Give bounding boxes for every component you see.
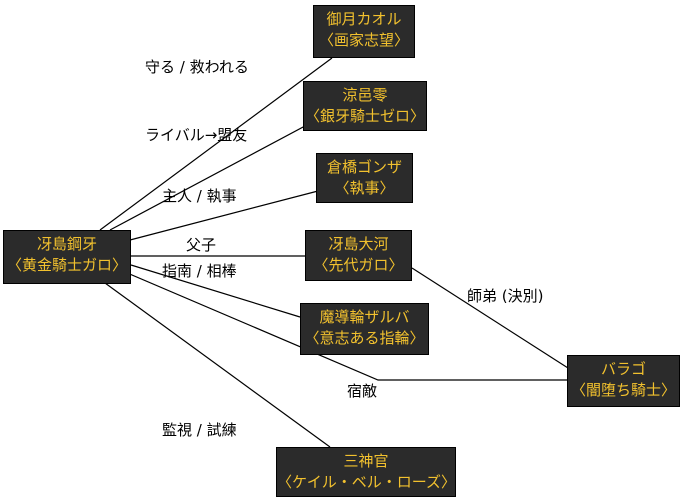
edge-label-taiga-barago: 師弟 (決別) [467, 287, 544, 305]
edge-label-kouga-barago: 宿敵 [347, 382, 378, 400]
edge-label-kouga-kaoru: 守る / 救われる [145, 58, 249, 76]
edge-label-kouga-gonza: 主人 / 執事 [162, 187, 237, 205]
node-zaruba: 魔導輪ザルバ 〈意志ある指輪〉 [300, 303, 429, 355]
edge-line-kouga-gonza [129, 190, 319, 241]
node-sanshinkan: 三神官 〈ケイル・ベル・ローズ〉 [276, 447, 456, 497]
node-kaoru-role: 〈画家志望〉 [318, 31, 409, 49]
node-zaruba-name: 魔導輪ザルバ [319, 308, 410, 326]
node-kaoru-name: 御月カオル [326, 10, 402, 28]
edge-line-kouga-sanshinkan [104, 282, 331, 448]
edge-label-kouga-sanshinkan: 監視 / 試練 [162, 421, 237, 439]
node-sanshinkan-name: 三神官 [343, 452, 389, 470]
edge-line-kouga-rei [109, 125, 306, 231]
node-barago-role: 〈闇堕ち騎士〉 [570, 381, 676, 399]
node-taiga-name: 冴島大河 [328, 235, 389, 253]
edge-label-kouga-rei: ライバル→盟友 [145, 126, 248, 144]
edge-label-kouga-taiga: 父子 [186, 236, 217, 254]
edge-line-kouga-zaruba [130, 264, 301, 318]
edge-line-taiga-barago [411, 267, 569, 369]
node-rei: 涼邑零 〈銀牙騎士ゼロ〉 [303, 81, 427, 131]
node-kouga: 冴島鋼牙 〈黄金騎士ガロ〉 [3, 230, 131, 284]
node-sanshinkan-role: 〈ケイル・ベル・ローズ〉 [277, 473, 456, 491]
node-gonza-name: 倉橋ゴンザ [326, 158, 402, 176]
node-barago-name: バラゴ [600, 360, 646, 378]
edge-line-kouga-kaoru [99, 57, 333, 231]
node-gonza: 倉橋ゴンザ 〈執事〉 [316, 153, 413, 203]
edge-label-kouga-zaruba: 指南 / 相棒 [162, 262, 237, 280]
node-rei-role: 〈銀牙騎士ゼロ〉 [304, 107, 425, 125]
node-kouga-name: 冴島鋼牙 [36, 235, 97, 253]
node-kaoru: 御月カオル 〈画家志望〉 [313, 5, 415, 58]
node-taiga: 冴島大河 〈先代ガロ〉 [305, 230, 412, 281]
node-zaruba-role: 〈意志ある指輪〉 [304, 329, 425, 347]
node-kouga-role: 〈黄金騎士ガロ〉 [6, 256, 127, 274]
node-gonza-role: 〈執事〉 [334, 179, 395, 197]
node-rei-name: 涼邑零 [342, 86, 388, 104]
edge-line-kouga-barago [124, 271, 568, 381]
node-barago: バラゴ 〈闇堕ち騎士〉 [567, 355, 680, 407]
node-taiga-role: 〈先代ガロ〉 [313, 256, 404, 274]
